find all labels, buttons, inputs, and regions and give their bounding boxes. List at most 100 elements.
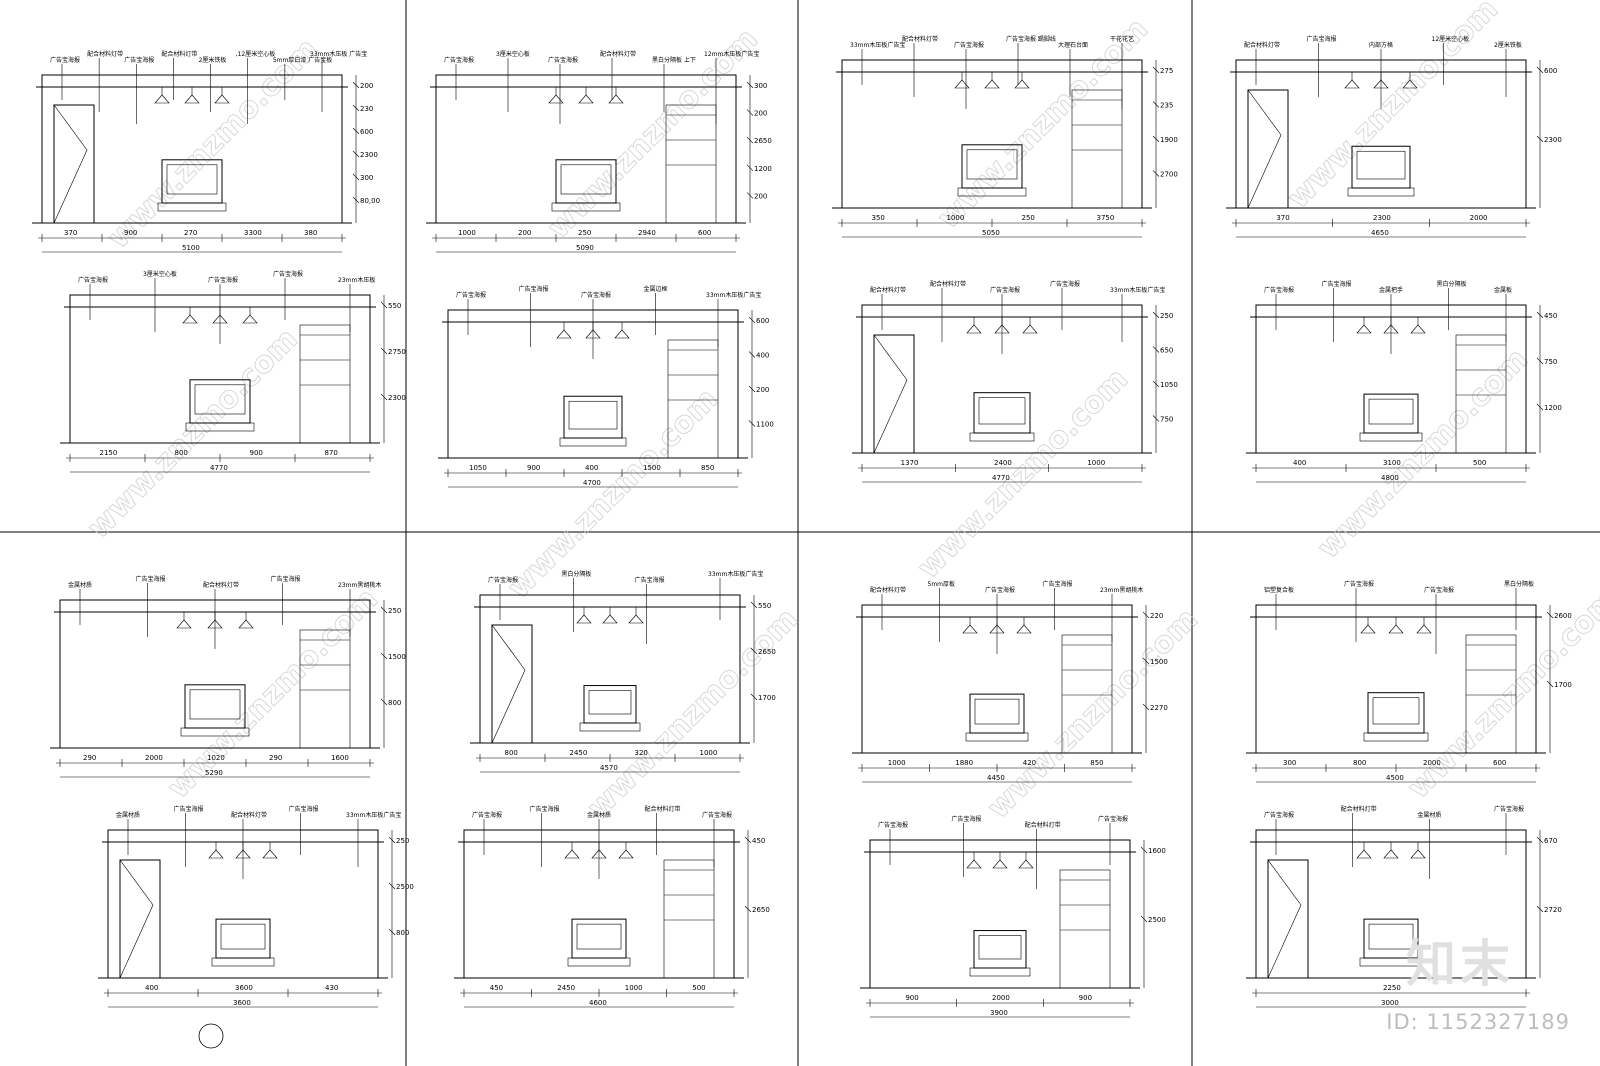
watermark-text: www.znzmo.com — [81, 322, 305, 546]
material-label: 33mm木压板 广告宝 — [310, 50, 367, 58]
tv-frame — [1363, 393, 1419, 434]
spot-lamp-icon — [1383, 849, 1399, 859]
vertical-dim-value: 600 — [756, 317, 769, 325]
dim-tick — [1152, 311, 1160, 319]
material-label: 广告宝海报 — [289, 805, 319, 813]
horizontal-dim-value: 850 — [701, 464, 714, 472]
material-label: 配合材料灯带 — [930, 280, 966, 288]
vertical-dim-value: 2650 — [752, 906, 770, 914]
tv-cabinet — [551, 202, 621, 212]
door-swing — [53, 104, 88, 224]
vertical-dim-value: 250 — [388, 607, 401, 615]
total-dim-value: 4700 — [583, 479, 601, 487]
dim-tick — [1536, 135, 1544, 143]
material-label: 广告宝海报 — [136, 575, 166, 583]
dim-tick — [1142, 703, 1150, 711]
tv-cabinet — [180, 727, 250, 737]
dim-tick — [746, 136, 754, 144]
horizontal-dim-value: 370 — [64, 229, 77, 237]
horizontal-dim-value: 1000 — [625, 984, 643, 992]
vertical-dim-value: 600 — [1544, 67, 1557, 75]
material-label: 广告宝海报 — [519, 285, 549, 293]
dim-tick — [746, 164, 754, 172]
total-dim-value: 4600 — [589, 999, 607, 1007]
horizontal-dim-value: 500 — [692, 984, 705, 992]
shelf-unit — [1465, 634, 1517, 754]
shelf-unit — [1061, 634, 1113, 754]
vertical-dim-value: 1500 — [1150, 658, 1168, 666]
door-swing — [873, 334, 908, 454]
dim-tick — [380, 652, 388, 660]
horizontal-dim-value: 250 — [578, 229, 591, 237]
wall-outline — [869, 839, 1131, 989]
spot-lamp-icon — [1018, 859, 1034, 869]
shelf-unit — [665, 104, 717, 224]
north-marker — [198, 1023, 224, 1049]
material-label: 广告宝海报 — [878, 821, 908, 829]
tv-cabinet — [1347, 187, 1415, 197]
material-label: 广告宝海报 — [530, 805, 560, 813]
horizontal-dim-value: 1020 — [207, 754, 225, 762]
material-label: 3厘米空心板 — [143, 270, 177, 278]
tv-cabinet — [969, 432, 1035, 442]
watermark-text: www.znzmo.com — [911, 362, 1135, 586]
tv-cabinet — [1363, 732, 1429, 742]
dim-tick — [746, 81, 754, 89]
dim-tick — [1546, 680, 1554, 688]
vertical-dim-value: 2300 — [1544, 136, 1562, 144]
spot-lamp-icon — [1356, 849, 1372, 859]
material-label: 33mm木压板广告宝 — [346, 811, 401, 819]
total-dim-value: 3600 — [233, 999, 251, 1007]
vertical-dim-value: 235 — [1160, 102, 1173, 110]
horizontal-dim-value: 1000 — [888, 759, 906, 767]
horizontal-dim-value: 2000 — [145, 754, 163, 762]
dim-tick — [380, 393, 388, 401]
shelf-unit — [1071, 89, 1123, 209]
dim-tick — [1142, 657, 1150, 665]
horizontal-dim-value: 850 — [1090, 759, 1103, 767]
vertical-dim-value: 2650 — [758, 648, 776, 656]
material-label: 33mm木压板广告宝 — [708, 570, 763, 578]
vertical-dim-value: 200 — [754, 192, 767, 200]
dim-tick — [750, 647, 758, 655]
vertical-dim-value: 2600 — [1554, 612, 1572, 620]
dim-tick — [1142, 611, 1150, 619]
vertical-dim-value: 800 — [388, 699, 401, 707]
spot-lamp-icon — [242, 314, 258, 324]
material-label: 广告宝海报 踢脚线 — [1006, 35, 1056, 43]
tv-frame — [973, 392, 1031, 434]
dim-tick — [746, 192, 754, 199]
material-label: 广告宝海报 — [271, 575, 301, 583]
material-label: 配合材料灯带 — [645, 805, 681, 813]
total-dim-value: 5100 — [182, 244, 200, 252]
tv-cabinet — [567, 957, 631, 967]
tv-screen — [1356, 150, 1406, 180]
tv-screen — [1368, 923, 1414, 950]
material-label: 配合材料灯带 — [1025, 821, 1061, 829]
material-label: 内部方格 — [1369, 41, 1393, 49]
horizontal-dim-value: 1000 — [947, 214, 965, 222]
material-label: 3厘米空心板 — [496, 50, 530, 58]
spot-lamp-icon — [1410, 849, 1426, 859]
horizontal-dim-value: 300 — [1283, 759, 1296, 767]
dim-tick — [1546, 611, 1554, 619]
vertical-dim-value: 1600 — [1148, 847, 1166, 855]
material-label: 广告宝海报 — [488, 576, 518, 584]
material-label: 23mm黑胡桃木 — [338, 581, 381, 589]
horizontal-dim-value: 2450 — [570, 749, 588, 757]
material-label: 广告宝海报 — [444, 56, 474, 64]
material-label: 广告宝海报 — [1494, 805, 1524, 813]
vertical-dim-value: 1200 — [1544, 404, 1562, 412]
shelf-unit — [1455, 334, 1507, 454]
dim-tick — [380, 698, 388, 706]
spot-lamp-icon — [966, 859, 982, 869]
spot-lamp-icon — [1402, 79, 1418, 89]
dim-tick — [748, 316, 756, 324]
watermark-text: www.znzmo.com — [581, 602, 805, 826]
shelf-unit — [663, 859, 715, 979]
tv-frame — [973, 930, 1027, 969]
vertical-dim-value: 550 — [758, 602, 771, 610]
dim-tick — [746, 109, 754, 116]
